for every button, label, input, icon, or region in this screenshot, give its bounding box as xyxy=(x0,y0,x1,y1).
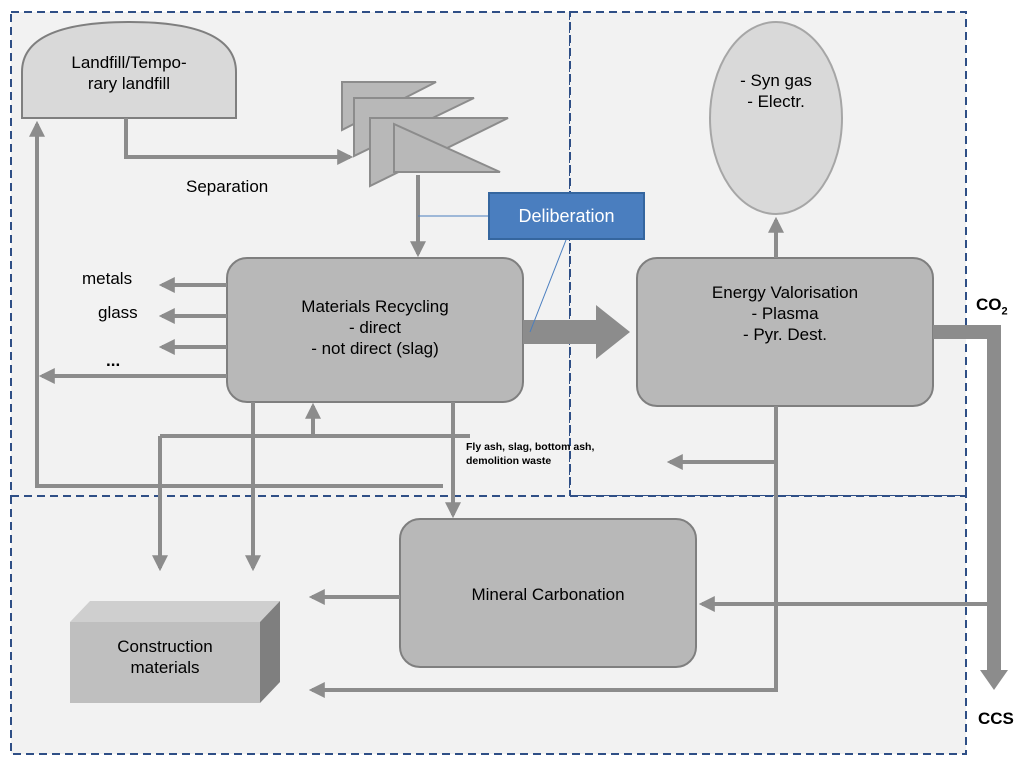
syngas-label: - Syn gas - Electr. xyxy=(740,71,812,111)
energy-valorisation-label: Energy Valorisation - Plasma - Pyr. Dest… xyxy=(711,283,859,344)
metals-label: metals xyxy=(82,269,133,288)
mineral-carbonation-box xyxy=(399,518,697,668)
landfill-label: Landfill/Tempo- rary landfill xyxy=(71,53,187,93)
mineral-carbonation-label: Mineral Carbonation xyxy=(471,585,625,604)
syngas-ellipse xyxy=(709,21,843,215)
separation-label: Separation xyxy=(186,177,269,196)
deliberation-box[interactable]: Deliberation xyxy=(488,192,645,240)
co2-subscript: 2 xyxy=(1001,305,1008,318)
co2-main: CO xyxy=(976,295,1002,314)
materials-recycling-label: Materials Recycling - direct - not direc… xyxy=(301,297,449,358)
construction-materials-cube xyxy=(70,601,280,703)
landfill-shape xyxy=(21,20,237,119)
energy-down-line xyxy=(308,462,778,698)
ccs-label: CCS xyxy=(978,709,1014,728)
co2-to-ccs-thick-arrow xyxy=(933,325,1001,672)
separation-sieve-icon xyxy=(341,81,509,188)
return-to-landfill-arrow xyxy=(29,120,443,488)
landfill-to-separation-arrow xyxy=(124,118,354,165)
ccs-arrowhead xyxy=(980,670,1008,690)
co2-label: CO2 xyxy=(976,294,1008,322)
residues-label: Fly ash, slag, bottom ash, demolition wa… xyxy=(466,441,595,467)
construction-materials-label: Construction materials xyxy=(117,637,213,677)
ellipsis-label: ... xyxy=(106,351,121,370)
deliberation-to-big-arrow-line xyxy=(529,239,567,333)
glass-label: glass xyxy=(98,303,138,322)
recycling-to-energy-big-arrow xyxy=(523,305,630,359)
